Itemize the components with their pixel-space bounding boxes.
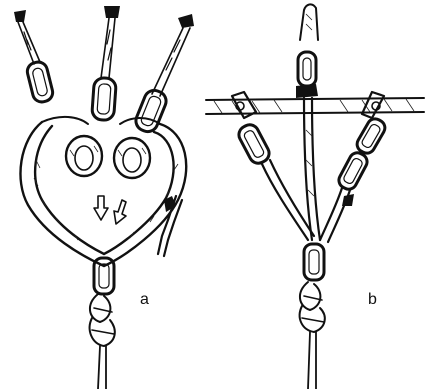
arrow-right xyxy=(114,200,126,224)
rope-b xyxy=(308,332,316,389)
sling-b-right xyxy=(320,188,354,242)
panel-b-label: b xyxy=(368,291,377,308)
twist-loop-right xyxy=(114,138,150,178)
anchor-cap-right xyxy=(178,14,194,28)
carabiner-right xyxy=(133,87,169,134)
carabiner-b-left xyxy=(236,122,272,167)
sling-loop xyxy=(20,122,186,266)
sling-b-center xyxy=(304,98,320,240)
anchor-cap-middle xyxy=(104,6,120,18)
rope-knot-a xyxy=(90,294,115,346)
carabiner-b-right-1 xyxy=(354,116,388,156)
arrow-left xyxy=(94,196,108,220)
anchor-b-right xyxy=(362,92,384,118)
carabiner-b-right-2 xyxy=(336,150,370,192)
rope-knot-b xyxy=(300,282,325,332)
anchor-sling-right xyxy=(152,28,190,96)
vertical-post xyxy=(300,4,318,40)
anchor-sling-left xyxy=(18,22,40,64)
panel-b: b xyxy=(206,4,424,389)
rope-a xyxy=(98,346,106,389)
anchor-cap-left xyxy=(14,10,26,22)
carabiner-b-bottom xyxy=(304,244,324,280)
carabiner-left xyxy=(25,60,54,104)
twist-loop-left xyxy=(66,136,102,176)
panel-a-label: a xyxy=(140,291,149,308)
anchor-sling-middle xyxy=(101,18,115,78)
panel-a: a xyxy=(14,6,194,389)
carabiner-middle xyxy=(92,77,117,120)
carabiner-b-top xyxy=(296,52,318,98)
